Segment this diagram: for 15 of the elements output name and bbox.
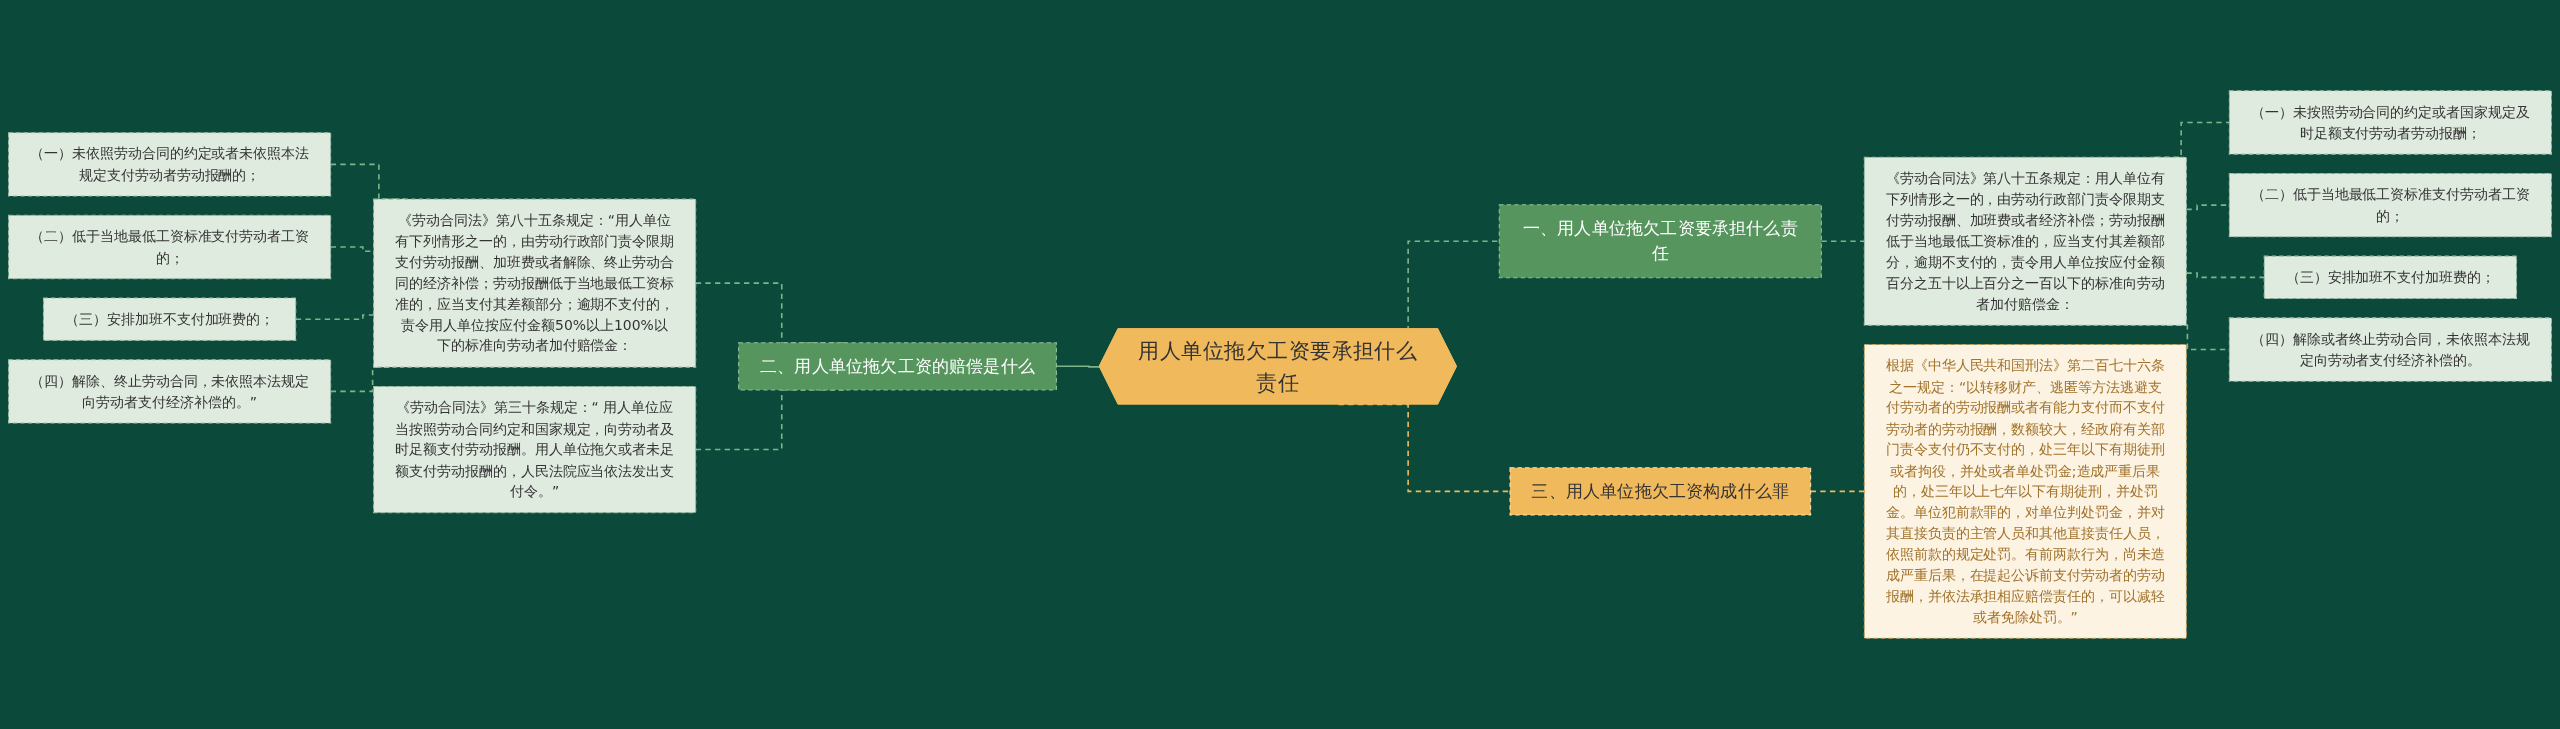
node-box: （二）低于当地最低工资标准支付劳动者工资的； (8, 214, 332, 280)
node-box: 三、用人单位拖欠工资构成什么罪 (1509, 467, 1812, 516)
node-box: 根据《中华人民共和国刑法》第二百七十六条之一规定：“以转移财产、逃匿等方法逃避支付劳动者的劳动报酬或者有能力支付而不支付劳动者的劳动报酬，数额较大，经政府有关部门责令支付仍不支付的，处三年以下有期徒刑或者拘役，并处或者单处罚金;造成严重后果的，处三年以上七年以下有期徒刑，并处罚金。单位犯前款罪的，对单位判处罚金，并对其直接负责的主管人员和其他直接责任人员，依照前款的规定处罚。有前两款行为，尚未造成严重后果，在提起公诉前支付劳动者的劳动报酬，并依法承担相应赔偿责任的，可以减轻或者免除处罚。” (1863, 344, 2187, 639)
node-box: （四）解除、终止劳动合同，未依照本法规定向劳动者支付经济补偿的。” (8, 359, 332, 424)
node-box: 《劳动合同法》第三十条规定：“ 用人单位应当按照劳动合同约定和国家规定，向劳动者及时足额支付劳动报酬。用人单位拖欠或者未足额支付劳动报酬的，人民法院应当依法发出支付令。” (373, 385, 697, 514)
node-box: （二）低于当地最低工资标准支付劳动者工资的； (2228, 172, 2552, 238)
node-box: （三）安排加班不支付加班费的； (42, 297, 297, 341)
node-box: 一、用人单位拖欠工资要承担什么责任 (1498, 204, 1822, 279)
node-box: （一）未依照劳动合同的约定或者未依照本法规定支付劳动者劳动报酬的； (8, 132, 332, 197)
node-box: 二、用人单位拖欠工资的赔偿是什么 (738, 342, 1057, 391)
node-box: （四）解除或者终止劳动合同，未依照本法规定向劳动者支付经济补偿的。 (2228, 317, 2552, 382)
node-box: （一）未按照劳动合同的约定或者国家规定及时足额支付劳动者劳动报酬； (2228, 90, 2552, 155)
node-box: （三）安排加班不支付加班费的； (2263, 255, 2518, 300)
node-box: 《劳动合同法》第八十五条规定：用人单位有下列情形之一的，由劳动行政部门责令限期支付劳动报酬、加班费或者经济补偿；劳动报酬低于当地最低工资标准的，应当支付其差额部分，逾期不支付的，责令用人单位按应付金额百分之五十以上百分之一百以下的标准向劳动者加付赔偿金： (1863, 156, 2187, 326)
node-box: 《劳动合同法》第八十五条规定：“用人单位有下列情形之一的，由劳动行政部门责令限期支付劳动报酬、加班费或者解除、终止劳动合同的经济补偿；劳动报酬低于当地最低工资标准的，应当支付其差额部分；逾期不支付的，责令用人单位按应付金额50%以上100%以下的标准向劳动者加付赔偿金： (373, 198, 697, 368)
